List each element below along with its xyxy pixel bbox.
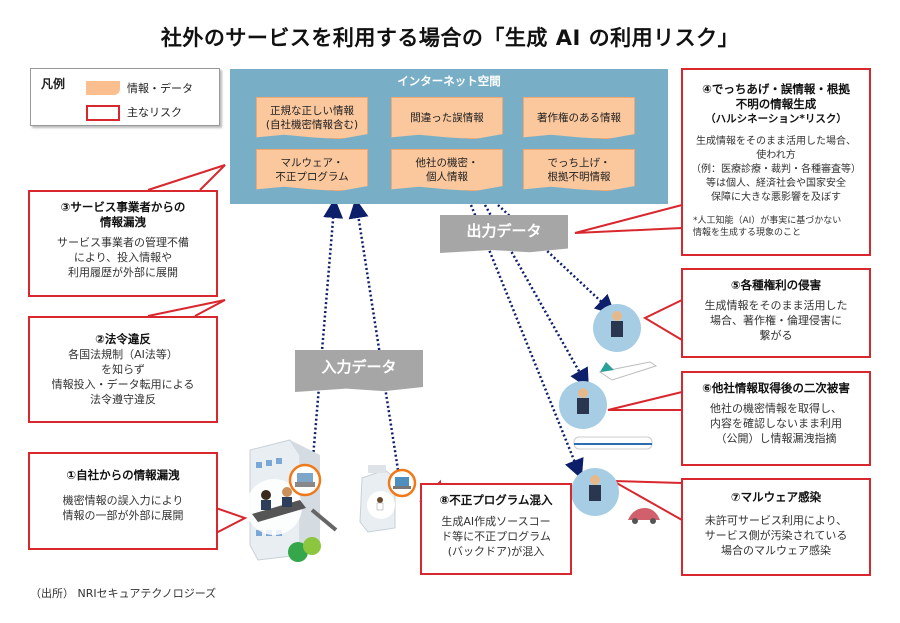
risk-box-8: ⑧不正プログラム混入 生成AI作成ソースコー ド等に不正プログラム (バックドア… — [420, 483, 572, 575]
risk-heading: ⑥他社情報取得後の二次被害 — [702, 381, 850, 395]
legend-data-swatch — [86, 81, 120, 95]
risk-body: 等は個人、経済社会や国家安全 — [706, 178, 846, 189]
user-in-car-icon — [571, 468, 660, 524]
company-building-icon — [246, 439, 338, 562]
risk-box-6: ⑥他社情報取得後の二次被害 他社の機密情報を取得し、 内容を確認しないまま利用 … — [681, 371, 871, 466]
risk-body: 使われ方 — [756, 150, 796, 161]
output-arrow-2 — [483, 204, 589, 389]
user-on-train-icon — [559, 381, 653, 450]
input-arrow-1 — [310, 198, 344, 471]
risk-body: サービス側が汚染されている — [704, 529, 848, 542]
risk-heading: ④でっちあげ・誤情報・根拠 — [702, 82, 850, 96]
legend-risk-label: 主なリスク — [127, 106, 182, 119]
risk-heading: ①自社からの情報漏洩 — [66, 468, 180, 482]
doc-line: でっち上げ・ — [547, 157, 611, 169]
callout-pointer-5 — [642, 299, 683, 341]
risk-body: 生成情報をそのまま活用した場合、 — [696, 136, 856, 147]
risk-body: サービス事業者の管理不備 — [57, 236, 189, 249]
risk-body: 他社の機密情報を取得し、 — [710, 402, 842, 415]
risk-heading: ⑧不正プログラム混入 — [439, 493, 553, 507]
risk-body: 法令遵守違反 — [90, 393, 156, 406]
risk-box-4: ④でっちあげ・誤情報・根拠 不明の情報生成 （ハルシネーション*リスク） 生成情… — [681, 68, 871, 256]
page-title: 社外のサービスを利用する場合の「生成 AI の利用リスク」 — [160, 26, 740, 50]
risk-box-1: ①自社からの情報漏洩 機密情報の誤入力により 情報の一部が外部に展開 — [28, 452, 218, 550]
doc-line: 根拠不明情報 — [547, 171, 611, 183]
doc-malware: マルウェア・不正プログラム — [256, 149, 368, 191]
doc-legit-info: 正規な正しい情報 (自社機密情報含む) — [256, 97, 368, 139]
risk-body: 機密情報の誤入力により — [62, 494, 184, 507]
callout-pointer-1 — [215, 507, 248, 534]
risk-body: (バックドア)が混入 — [447, 545, 545, 558]
internet-space: インターネット空間 正規な正しい情報 (自社機密情報含む) 間違った誤情報 著作権… — [230, 69, 668, 204]
risk-box-2: ②法令違反 各国法規制（AI法等） を知らず 情報投入・データ転用による 法令遵… — [28, 316, 218, 423]
doc-line: 不正プログラム — [275, 171, 349, 183]
callout-pointer-6 — [607, 391, 683, 411]
user-on-airplane-icon — [593, 304, 658, 381]
risk-body: 繋がる — [759, 329, 793, 342]
input-data-tag: 入力データ — [295, 350, 423, 392]
risk-body: （公開）し情報漏洩指摘 — [715, 432, 837, 445]
risk-heading: ③サービス事業者からの — [60, 200, 186, 214]
risk-body: 各国法規制（AI法等） — [68, 348, 178, 361]
risk-body: 内容を確認しないまま利用 — [710, 417, 842, 430]
risk-body: 未許可サービス利用により、 — [704, 514, 848, 527]
risk-box-3: ③サービス事業者からの 情報漏洩 サービス事業者の管理不備 により、投入情報や … — [28, 190, 218, 297]
doc-misinformation: 間違った誤情報 — [391, 97, 503, 139]
risk-body: （例：医療診療・裁判・各種審査等） — [691, 164, 861, 175]
legend-title: 凡例 — [41, 77, 66, 91]
doc-line: 間違った誤情報 — [410, 112, 484, 124]
risk-body: 利用履歴が外部に展開 — [68, 266, 178, 279]
risk-body: ド等に不正プログラム — [441, 530, 551, 543]
risk-body: 場合、著作権・倫理侵害に — [710, 314, 842, 327]
doc-line: (自社機密情報含む) — [265, 119, 359, 131]
risk-heading: ⑤各種権利の侵害 — [730, 278, 822, 292]
risk-body: 情報の一部が外部に展開 — [62, 509, 184, 522]
risk-footnote: *人工知能（AI）が事実に基づかない — [693, 216, 842, 226]
risk-heading: （ハルシネーション*リスク） — [705, 113, 847, 125]
doc-copyrighted: 著作権のある情報 — [523, 97, 635, 139]
risk-heading: ②法令違反 — [95, 332, 151, 346]
legend: 凡例 情報・データ 主なリスク — [30, 68, 220, 126]
doc-fabricated-info: でっち上げ・根拠不明情報 — [523, 149, 635, 191]
risk-body: 場合のマルウェア感染 — [721, 544, 831, 557]
risk-heading: 不明の情報生成 — [735, 97, 817, 111]
doc-line: 他社の機密・ — [415, 157, 479, 169]
legend-risk-swatch — [86, 105, 120, 121]
risk-body: 生成AI作成ソースコー — [441, 515, 551, 528]
risk-body: により、投入情報や — [73, 251, 173, 264]
risk-body: を知らず — [101, 363, 145, 376]
risk-heading: ⑦マルウェア感染 — [730, 490, 822, 504]
input-arrow-2 — [348, 198, 400, 471]
risk-body: 情報投入・データ転用による — [51, 378, 195, 391]
risk-box-5: ⑤各種権利の侵害 生成情報をそのまま活用した 場合、著作権・倫理侵害に 繋がる — [681, 268, 871, 358]
risk-body: 生成情報をそのまま活用した — [704, 299, 848, 312]
output-data-tag: 出力データ — [440, 215, 568, 253]
doc-line: 個人情報 — [426, 171, 468, 183]
doc-line: 正規な正しい情報 — [269, 105, 354, 117]
doc-line: 著作権のある情報 — [537, 112, 621, 124]
risk-heading: 情報漏洩 — [100, 215, 146, 229]
doc-other-company-info: 他社の機密・個人情報 — [391, 149, 503, 191]
internet-space-title: インターネット空間 — [397, 74, 501, 88]
source-note: （出所） NRIセキュアテクノロジーズ — [30, 587, 217, 600]
risk-box-7: ⑦マルウェア感染 未許可サービス利用により、 サービス側が汚染されている 場合の… — [681, 478, 871, 576]
doc-line: マルウェア・ — [280, 157, 344, 169]
risk-body: 保障に大きな悪影響を及ぼす — [711, 192, 841, 203]
developer-building-icon — [359, 465, 417, 533]
risk-footnote: 情報を生成する現象のこと — [693, 228, 802, 238]
callout-pointer-2 — [147, 299, 226, 317]
callout-pointer-3 — [147, 164, 226, 191]
callout-pointer-4 — [574, 204, 683, 234]
legend-data-label: 情報・データ — [127, 82, 193, 95]
